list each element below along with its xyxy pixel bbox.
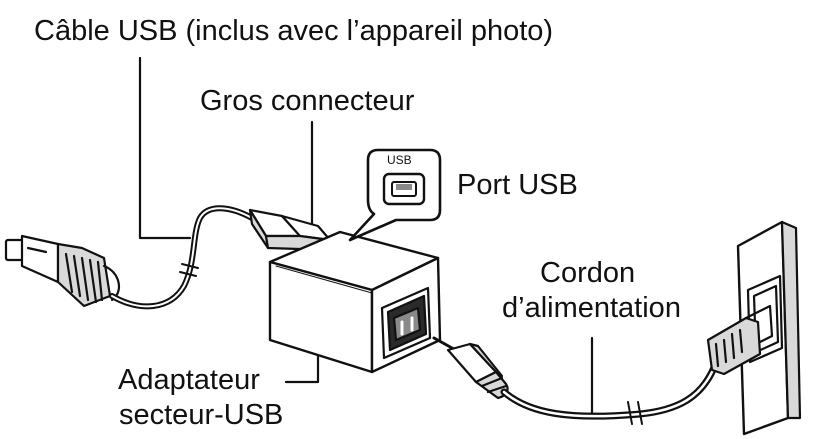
- power-cord-label-line1: Cordon: [540, 257, 636, 289]
- wall-plug-icon: [706, 304, 774, 376]
- usb-port-callout: [348, 148, 442, 242]
- power-cord-plug-icon: [446, 342, 509, 400]
- usb-cable-label: Câble USB (inclus avec l’appareil photo): [34, 15, 554, 47]
- usb-cable-break: [179, 263, 199, 277]
- wall-outlet-icon: [736, 220, 802, 436]
- leader-usb-cable: [138, 56, 192, 240]
- usb-cable-wire: [109, 205, 255, 310]
- ac-inlet-icon: [380, 286, 432, 360]
- adapter-label-line1: Adaptateur: [118, 364, 260, 396]
- power-cord-wire: [500, 336, 744, 420]
- adapter-label-line2: secteur-USB: [119, 399, 284, 431]
- power-cord-break: [627, 401, 643, 425]
- large-connector-label: Gros connecteur: [200, 85, 415, 117]
- usb-port-badge: USB: [387, 153, 412, 167]
- large-connector-icon: [248, 208, 332, 252]
- power-cord-label-line2: d’alimentation: [502, 292, 681, 324]
- car-plug-icon: [4, 234, 121, 308]
- usb-port-label: Port USB: [457, 169, 578, 201]
